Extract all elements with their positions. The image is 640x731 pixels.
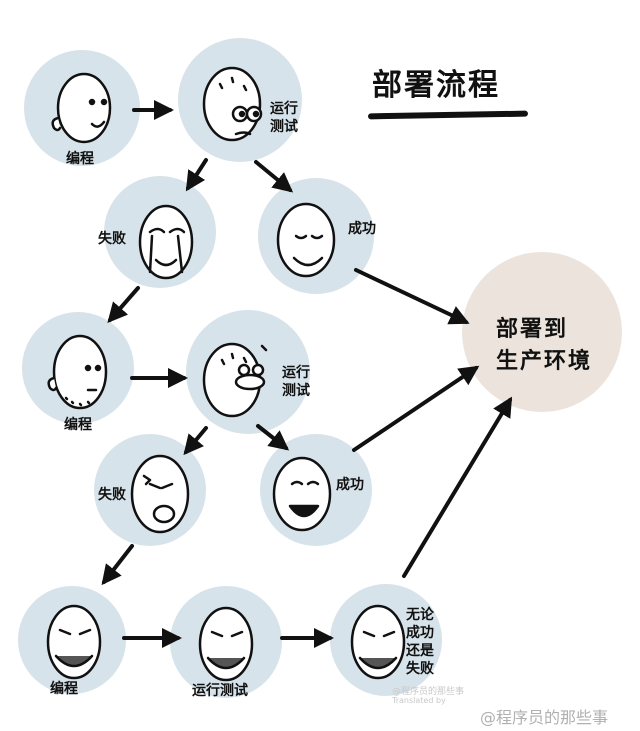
face-test-2	[202, 342, 268, 418]
label-either-line2: 成功	[406, 625, 434, 641]
label-either-line4: 失败	[406, 661, 434, 677]
arrow-test1-to-fail1	[185, 158, 208, 192]
label-code-1: 编程	[66, 151, 94, 167]
label-test-2-line2: 测试	[282, 383, 310, 399]
watermark-line1: @程序员的那些事	[392, 687, 465, 697]
arrow-test2-to-success2	[256, 424, 290, 451]
face-either	[350, 604, 406, 680]
watermark-line2: Translated by	[392, 696, 446, 705]
arrow-fail1-to-code2	[107, 286, 140, 324]
face-code-2	[47, 334, 108, 410]
label-test-2-line1: 运行	[282, 365, 310, 381]
label-success-2: 成功	[336, 477, 364, 493]
face-test-1	[202, 66, 263, 142]
arrow-test1-to-success1	[254, 160, 294, 193]
face-success-1	[276, 202, 336, 278]
arrow-success2-to-target	[352, 365, 480, 452]
face-fail-1	[138, 204, 194, 280]
arrow-fail2-to-code3	[101, 544, 134, 586]
target-label-line1: 部署到	[496, 317, 569, 342]
face-test-3	[198, 606, 254, 682]
label-success-1: 成功	[348, 221, 376, 237]
label-test-1-line2: 测试	[270, 119, 298, 135]
label-test-1-line1: 运行	[270, 101, 298, 117]
arrow-either-to-target	[402, 396, 513, 578]
face-fail-2	[130, 454, 190, 534]
label-fail-1: 失败	[98, 231, 126, 247]
label-fail-2: 失败	[98, 487, 126, 503]
face-code-1	[51, 72, 112, 144]
target-circle-production	[462, 252, 622, 412]
label-either-line3: 还是	[406, 643, 434, 659]
label-test-3: 运行测试	[192, 683, 248, 699]
weibo-watermark: @程序员的那些事	[480, 708, 609, 727]
label-code-2: 编程	[64, 417, 92, 433]
face-success-2	[272, 456, 332, 532]
face-code-3	[46, 604, 102, 680]
arrow-test2-to-fail2	[183, 426, 208, 456]
label-code-3: 编程	[50, 681, 78, 697]
arrow-success1-to-target	[354, 268, 470, 325]
label-either-line1: 无论	[406, 607, 434, 623]
diagram-title: 部署流程	[372, 68, 500, 103]
target-label-line2: 生产环境	[496, 349, 593, 374]
